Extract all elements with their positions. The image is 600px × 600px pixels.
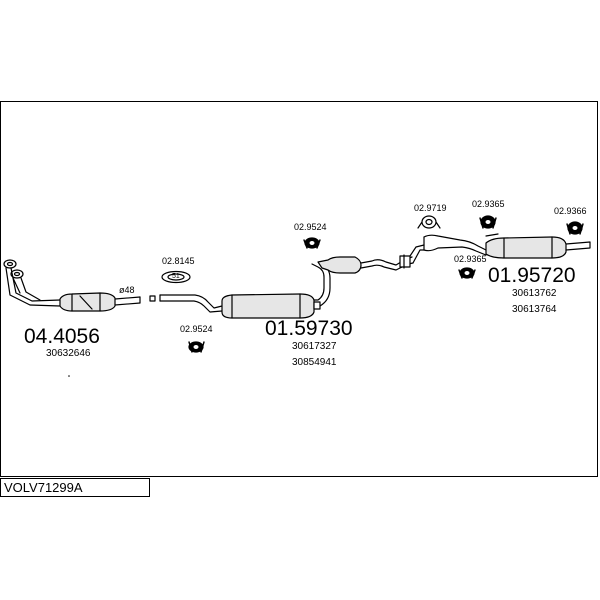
rubber-mount-5-part-number: 02.9366 <box>554 206 587 216</box>
rubber-mount-2-icon <box>303 237 321 249</box>
rubber-mount-1-icon <box>188 341 205 353</box>
rubber-mount-3-icon <box>479 215 497 229</box>
front-pipe-with-catalyst <box>3 259 141 312</box>
rubber-mount-4-icon <box>458 267 476 279</box>
rear-silencer-part-number: 01.95720 <box>488 264 576 287</box>
diagram-frame <box>0 101 598 477</box>
front-pipe-oem-number: 30632646 <box>46 348 91 359</box>
rubber-mount-3-part-number: 02.9365 <box>472 199 505 209</box>
clamp-icon <box>417 215 441 229</box>
centre-silencer-oem-number-2: 30854941 <box>292 357 337 368</box>
diagram-code-box: VOLV71299A <box>0 478 150 497</box>
rear-silencer-oem-number-1: 30613762 <box>512 288 557 299</box>
intermediate-pipe <box>149 294 223 313</box>
centre-silencer-part-number: 01.59730 <box>265 317 353 340</box>
diagram-code: VOLV71299A <box>4 480 83 495</box>
intermediate-resonator <box>317 244 425 274</box>
clamp-part-number: 02.9719 <box>414 203 447 213</box>
rubber-mount-4-part-number: 02.9365 <box>454 254 487 264</box>
rear-pipe-and-silencer <box>423 233 591 259</box>
gasket-mark: 51 <box>172 273 180 280</box>
front-pipe-part-number: 04.4056 <box>24 325 100 348</box>
rubber-mount-2-part-number: 02.9524 <box>294 222 327 232</box>
gasket-icon <box>161 270 191 284</box>
dot-mark <box>68 375 70 377</box>
rear-silencer-oem-number-2: 30613764 <box>512 304 557 315</box>
centre-silencer <box>221 262 331 319</box>
rubber-mount-5-icon <box>566 221 584 235</box>
rubber-mount-1-part-number: 02.9524 <box>180 324 213 334</box>
centre-silencer-oem-number-1: 30617327 <box>292 341 337 352</box>
front-pipe-diameter-label: ø48 <box>119 285 135 295</box>
gasket-part-number: 02.8145 <box>162 256 195 266</box>
